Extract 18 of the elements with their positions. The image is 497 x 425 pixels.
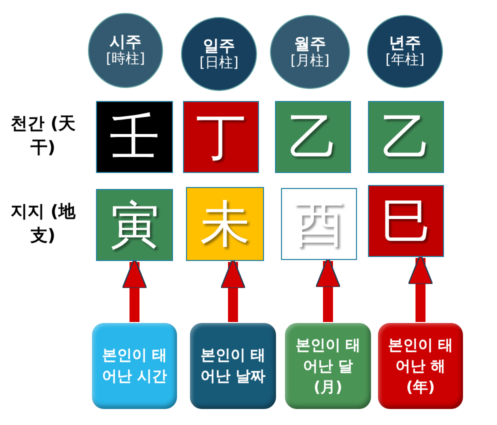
- character-square: 未: [186, 187, 264, 261]
- character-square: 巳: [368, 185, 444, 257]
- row-label: 지지 (地支): [10, 201, 76, 248]
- info-box: 본인이 태어난 달(月): [285, 323, 371, 409]
- info-box: 본인이 태어난 해(年): [378, 323, 463, 409]
- info-box: 본인이 태어난 날짜: [190, 323, 276, 409]
- pillar-circle: 년주 [年柱]: [367, 15, 443, 88]
- character-square: 壬: [96, 101, 173, 173]
- pillar-circle: 월주 [月柱]: [270, 15, 350, 89]
- character-square: 寅: [96, 189, 173, 261]
- character-square: 酉: [281, 188, 357, 260]
- pillar-circle: 일주 [日柱]: [181, 17, 257, 91]
- character-square: 丁: [183, 101, 259, 173]
- row-label: 천간 (天干): [10, 113, 76, 160]
- character-square: 乙: [275, 101, 351, 173]
- character-square: 乙: [368, 101, 444, 173]
- pillar-circle: 시주 [時柱]: [88, 13, 163, 88]
- info-box: 본인이 태어난 시간: [92, 323, 177, 409]
